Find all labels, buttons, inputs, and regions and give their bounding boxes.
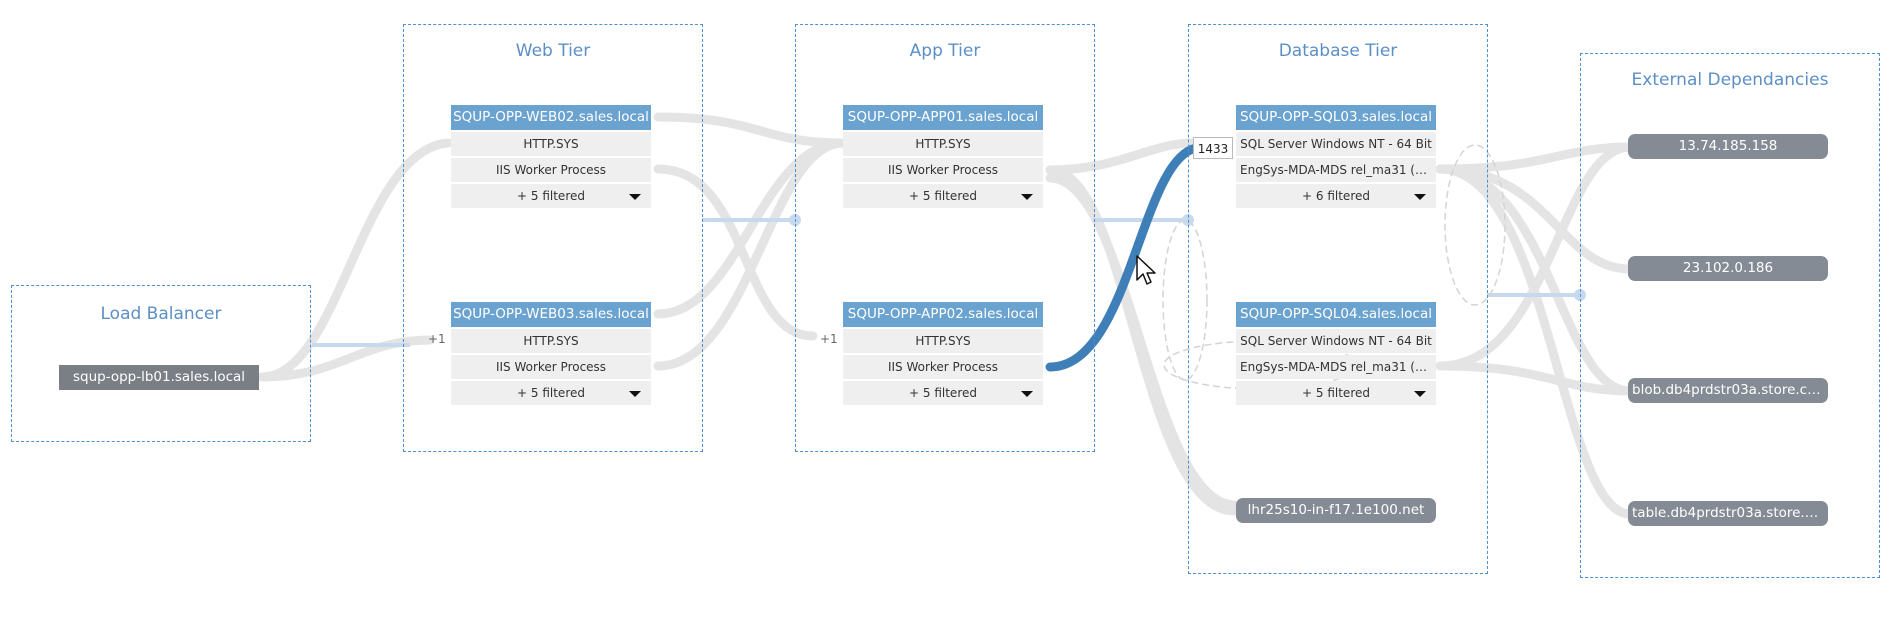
caret-down-icon[interactable] xyxy=(1414,391,1426,397)
process-item[interactable]: IIS Worker Process xyxy=(451,355,651,379)
link-sql03-ext1[interactable] xyxy=(1435,142,1635,174)
filtered-label: + 5 filtered xyxy=(909,386,977,400)
port-label: 1433 xyxy=(1193,137,1233,159)
link-sql03-ext2[interactable] xyxy=(1435,164,1635,274)
filtered-label: + 5 filtered xyxy=(517,386,585,400)
node-header[interactable]: SQUP-OPP-APP02.sales.local xyxy=(843,302,1043,327)
tier-title-external: External Dependancies xyxy=(1631,70,1829,90)
web-tier-hidden-count[interactable]: +1 xyxy=(428,332,446,346)
external-node[interactable]: 13.74.185.158 xyxy=(1628,134,1828,159)
tier-title-app: App Tier xyxy=(909,41,981,61)
caret-down-icon[interactable] xyxy=(629,391,641,397)
process-item[interactable]: SQL Server Windows NT - 64 Bit xyxy=(1236,132,1436,156)
filtered-label: + 5 filtered xyxy=(517,189,585,203)
process-item[interactable]: IIS Worker Process xyxy=(843,355,1043,379)
tier-title-load-balancer: Load Balancer xyxy=(100,304,222,324)
tier-external: External Dependancies xyxy=(1580,53,1880,578)
node-header[interactable]: SQUP-OPP-WEB02.sales.local xyxy=(451,105,651,130)
process-item[interactable]: IIS Worker Process xyxy=(451,158,651,182)
process-item[interactable]: IIS Worker Process xyxy=(843,158,1043,182)
tier-database: Database Tier xyxy=(1188,24,1488,574)
caret-down-icon[interactable] xyxy=(1021,194,1033,200)
process-item[interactable]: HTTP.SYS xyxy=(843,329,1043,353)
app-node-app01[interactable]: SQUP-OPP-APP01.sales.local HTTP.SYS IIS … xyxy=(843,105,1043,208)
link-app01-sql03[interactable] xyxy=(1045,138,1198,175)
tier-load-balancer: Load Balancer xyxy=(11,285,311,442)
node-header[interactable]: SQUP-OPP-SQL03.sales.local xyxy=(1236,105,1436,130)
app-tier-hidden-count[interactable]: +1 xyxy=(820,332,838,346)
tier-app: App Tier xyxy=(795,24,1095,452)
caret-down-icon[interactable] xyxy=(1021,391,1033,397)
highlighted-link-app02-sql03[interactable] xyxy=(1045,143,1201,372)
db-node-sql04[interactable]: SQUP-OPP-SQL04.sales.local SQL Server Wi… xyxy=(1236,302,1436,405)
web-node-web02[interactable]: SQUP-OPP-WEB02.sales.local HTTP.SYS IIS … xyxy=(451,105,651,208)
filtered-dropdown[interactable]: + 5 filtered xyxy=(451,381,651,405)
filtered-dropdown[interactable]: + 5 filtered xyxy=(843,184,1043,208)
external-node[interactable]: table.db4prdstr03a.store.core.... xyxy=(1628,501,1828,526)
node-header[interactable]: SQUP-OPP-SQL04.sales.local xyxy=(1236,302,1436,327)
filtered-label: + 6 filtered xyxy=(1302,189,1370,203)
tier-title-database: Database Tier xyxy=(1278,41,1398,61)
link-lb-web02[interactable] xyxy=(257,138,453,382)
link-web02-app01[interactable] xyxy=(653,112,848,148)
db-external-node[interactable]: lhr25s10-in-f17.1e100.net xyxy=(1236,498,1436,523)
filtered-label: + 5 filtered xyxy=(1302,386,1370,400)
filtered-dropdown[interactable]: + 5 filtered xyxy=(1236,381,1436,405)
caret-down-icon[interactable] xyxy=(629,194,641,200)
link-web03-app01b[interactable] xyxy=(653,138,848,371)
process-item[interactable]: HTTP.SYS xyxy=(451,132,651,156)
link-lb-web03[interactable] xyxy=(257,335,435,382)
load-balancer-node[interactable]: squp-opp-lb01.sales.local xyxy=(59,365,259,390)
link-sql03-ext4[interactable] xyxy=(1435,164,1635,519)
link-sql04-ext3[interactable] xyxy=(1435,361,1635,396)
link-web02-app02[interactable] xyxy=(653,164,818,341)
web-node-web03[interactable]: SQUP-OPP-WEB03.sales.local HTTP.SYS IIS … xyxy=(451,302,651,405)
external-node[interactable]: 23.102.0.186 xyxy=(1628,256,1828,281)
process-item[interactable]: HTTP.SYS xyxy=(451,329,651,353)
tier-web: Web Tier xyxy=(403,24,703,452)
filtered-dropdown[interactable]: + 6 filtered xyxy=(1236,184,1436,208)
mouse-pointer-icon xyxy=(1136,255,1156,285)
node-header[interactable]: SQUP-OPP-WEB03.sales.local xyxy=(451,302,651,327)
filtered-label: + 5 filtered xyxy=(909,189,977,203)
node-header[interactable]: SQUP-OPP-APP01.sales.local xyxy=(843,105,1043,130)
tier-title-web: Web Tier xyxy=(515,41,591,61)
process-item[interactable]: EngSys-MDA-MDS rel_ma31 (5... xyxy=(1236,158,1436,182)
link-sql03-ext3[interactable] xyxy=(1435,164,1635,396)
link-sql04-ext1[interactable] xyxy=(1435,142,1635,371)
filtered-dropdown[interactable]: + 5 filtered xyxy=(843,381,1043,405)
process-item[interactable]: EngSys-MDA-MDS rel_ma31 (5... xyxy=(1236,355,1436,379)
filtered-dropdown[interactable]: + 5 filtered xyxy=(451,184,651,208)
process-item[interactable]: SQL Server Windows NT - 64 Bit xyxy=(1236,329,1436,353)
app-node-app02[interactable]: SQUP-OPP-APP02.sales.local HTTP.SYS IIS … xyxy=(843,302,1043,405)
db-node-sql03[interactable]: SQUP-OPP-SQL03.sales.local SQL Server Wi… xyxy=(1236,105,1436,208)
external-node[interactable]: blob.db4prdstr03a.store.core.... xyxy=(1628,378,1828,403)
caret-down-icon[interactable] xyxy=(1414,194,1426,200)
process-item[interactable]: HTTP.SYS xyxy=(843,132,1043,156)
link-app01-external-b[interactable] xyxy=(1045,173,1240,510)
